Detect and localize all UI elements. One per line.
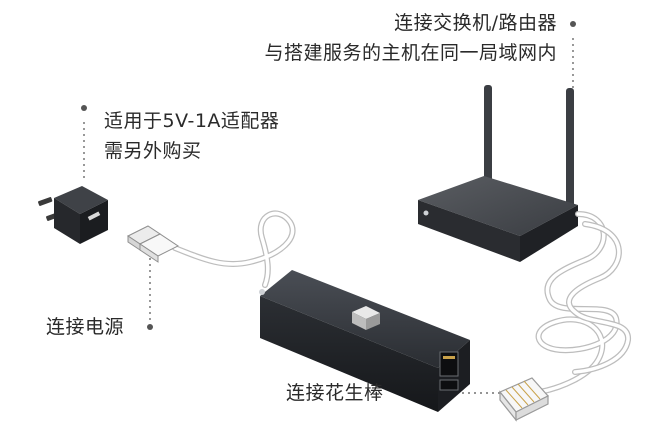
router-cable bbox=[535, 211, 631, 395]
usb-cable bbox=[172, 210, 296, 288]
usb-port-icon bbox=[439, 379, 459, 391]
router-led-icon bbox=[423, 210, 429, 216]
adapter-label: 适用于5V-1A适配器 需另外购买 bbox=[104, 106, 279, 166]
power-label: 连接电源 bbox=[46, 316, 125, 338]
device-label: 连接花生棒 bbox=[286, 382, 384, 404]
router-front bbox=[418, 200, 520, 262]
adapter-label-line2: 需另外购买 bbox=[104, 140, 202, 162]
router-label-line1: 连接交换机/路由器 bbox=[394, 12, 557, 34]
adapter-label-line1: 适用于5V-1A适配器 bbox=[104, 110, 280, 132]
ethernet-port-icon bbox=[439, 351, 459, 377]
router-antenna-left bbox=[484, 85, 492, 190]
router-label: 连接交换机/路由器 与搭建服务的主机在同一局域网内 bbox=[170, 8, 557, 68]
usb-plug-icon bbox=[127, 225, 179, 263]
router-side bbox=[520, 205, 578, 262]
power-adapter-illustration bbox=[38, 186, 108, 244]
router-antenna-right bbox=[566, 88, 574, 208]
device-logo-icon bbox=[352, 306, 380, 330]
rj45-plug-icon bbox=[499, 377, 549, 422]
router-illustration bbox=[418, 85, 578, 262]
router-label-line2: 与搭建服务的主机在同一局域网内 bbox=[264, 42, 557, 64]
router-top bbox=[418, 176, 578, 236]
device-front bbox=[260, 296, 438, 412]
device-illustration bbox=[259, 270, 470, 412]
